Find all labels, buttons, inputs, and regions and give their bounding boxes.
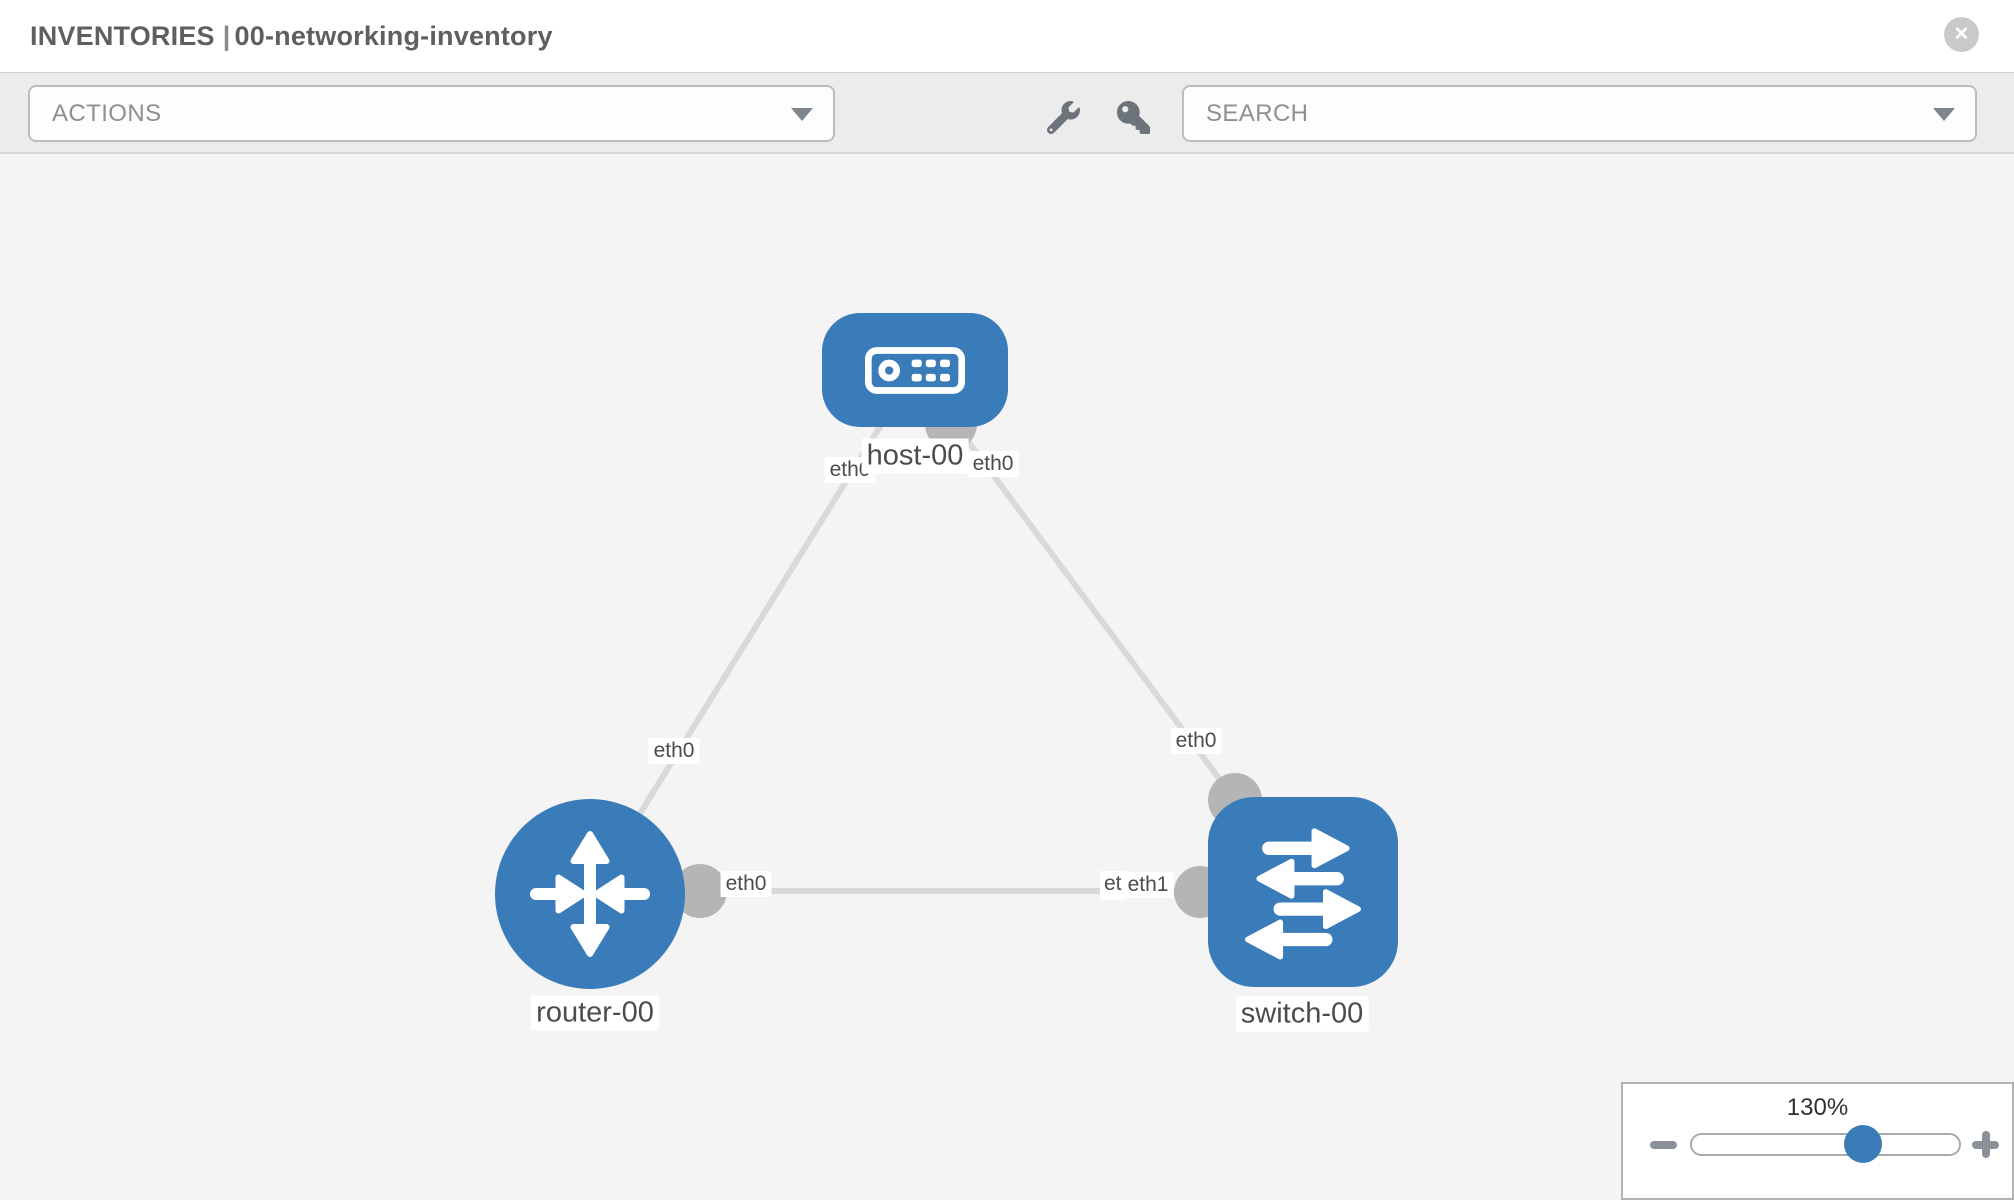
interface-label-switch-lan-back: eth0 — [1100, 871, 1126, 900]
router-icon — [530, 831, 650, 957]
zoom-out-button[interactable] — [1650, 1141, 1677, 1149]
node-label-host-00: host-00 — [861, 438, 969, 474]
wrench-icon — [1046, 100, 1080, 134]
key-icon — [1116, 100, 1150, 134]
zoom-control-panel: 130% — [1621, 1082, 2014, 1200]
node-host-00[interactable] — [822, 313, 1008, 427]
close-icon: ✕ — [1953, 24, 1970, 45]
caret-down-icon — [1933, 108, 1955, 121]
node-label-switch-00: switch-00 — [1235, 996, 1369, 1032]
configure-tools-button[interactable] — [1041, 95, 1085, 139]
zoom-in-button[interactable] — [1972, 1131, 1999, 1158]
toolbar: ACTIONS SEARCH — [0, 72, 2014, 154]
close-button[interactable]: ✕ — [1944, 17, 1979, 52]
search-dropdown[interactable]: SEARCH — [1182, 85, 1977, 142]
interface-label-router-lan: eth0 — [720, 871, 772, 897]
interface-label-switch-lan-front: eth1 — [1122, 872, 1174, 898]
actions-dropdown-label: ACTIONS — [52, 100, 162, 127]
zoom-slider-track[interactable] — [1690, 1125, 1961, 1163]
zoom-level-label: 130% — [1786, 1094, 1849, 1121]
interface-label-router-uplink: eth0 — [648, 738, 700, 764]
credentials-button[interactable] — [1111, 95, 1155, 139]
page-title: INVENTORIES|00-networking-inventory — [30, 0, 561, 72]
node-router-00[interactable] — [495, 799, 685, 989]
zoom-slider-thumb[interactable] — [1844, 1125, 1882, 1163]
node-switch-00[interactable] — [1208, 797, 1398, 987]
breadcrumb-separator: | — [222, 21, 231, 51]
search-placeholder: SEARCH — [1206, 100, 1309, 127]
breadcrumb-inventory-name: 00-networking-inventory — [234, 21, 553, 51]
interface-label-host-right: eth0 — [967, 451, 1019, 477]
window-header: INVENTORIES|00-networking-inventory ✕ — [0, 0, 2014, 72]
host-server-icon — [865, 346, 965, 394]
breadcrumb-section: INVENTORIES — [30, 21, 215, 51]
node-label-router-00: router-00 — [531, 995, 659, 1031]
caret-down-icon — [791, 108, 813, 121]
interface-connector-router — [673, 864, 727, 918]
actions-dropdown[interactable]: ACTIONS — [28, 85, 835, 142]
switch-icon — [1245, 828, 1361, 960]
interface-label-switch-uplink: eth0 — [1170, 728, 1222, 754]
